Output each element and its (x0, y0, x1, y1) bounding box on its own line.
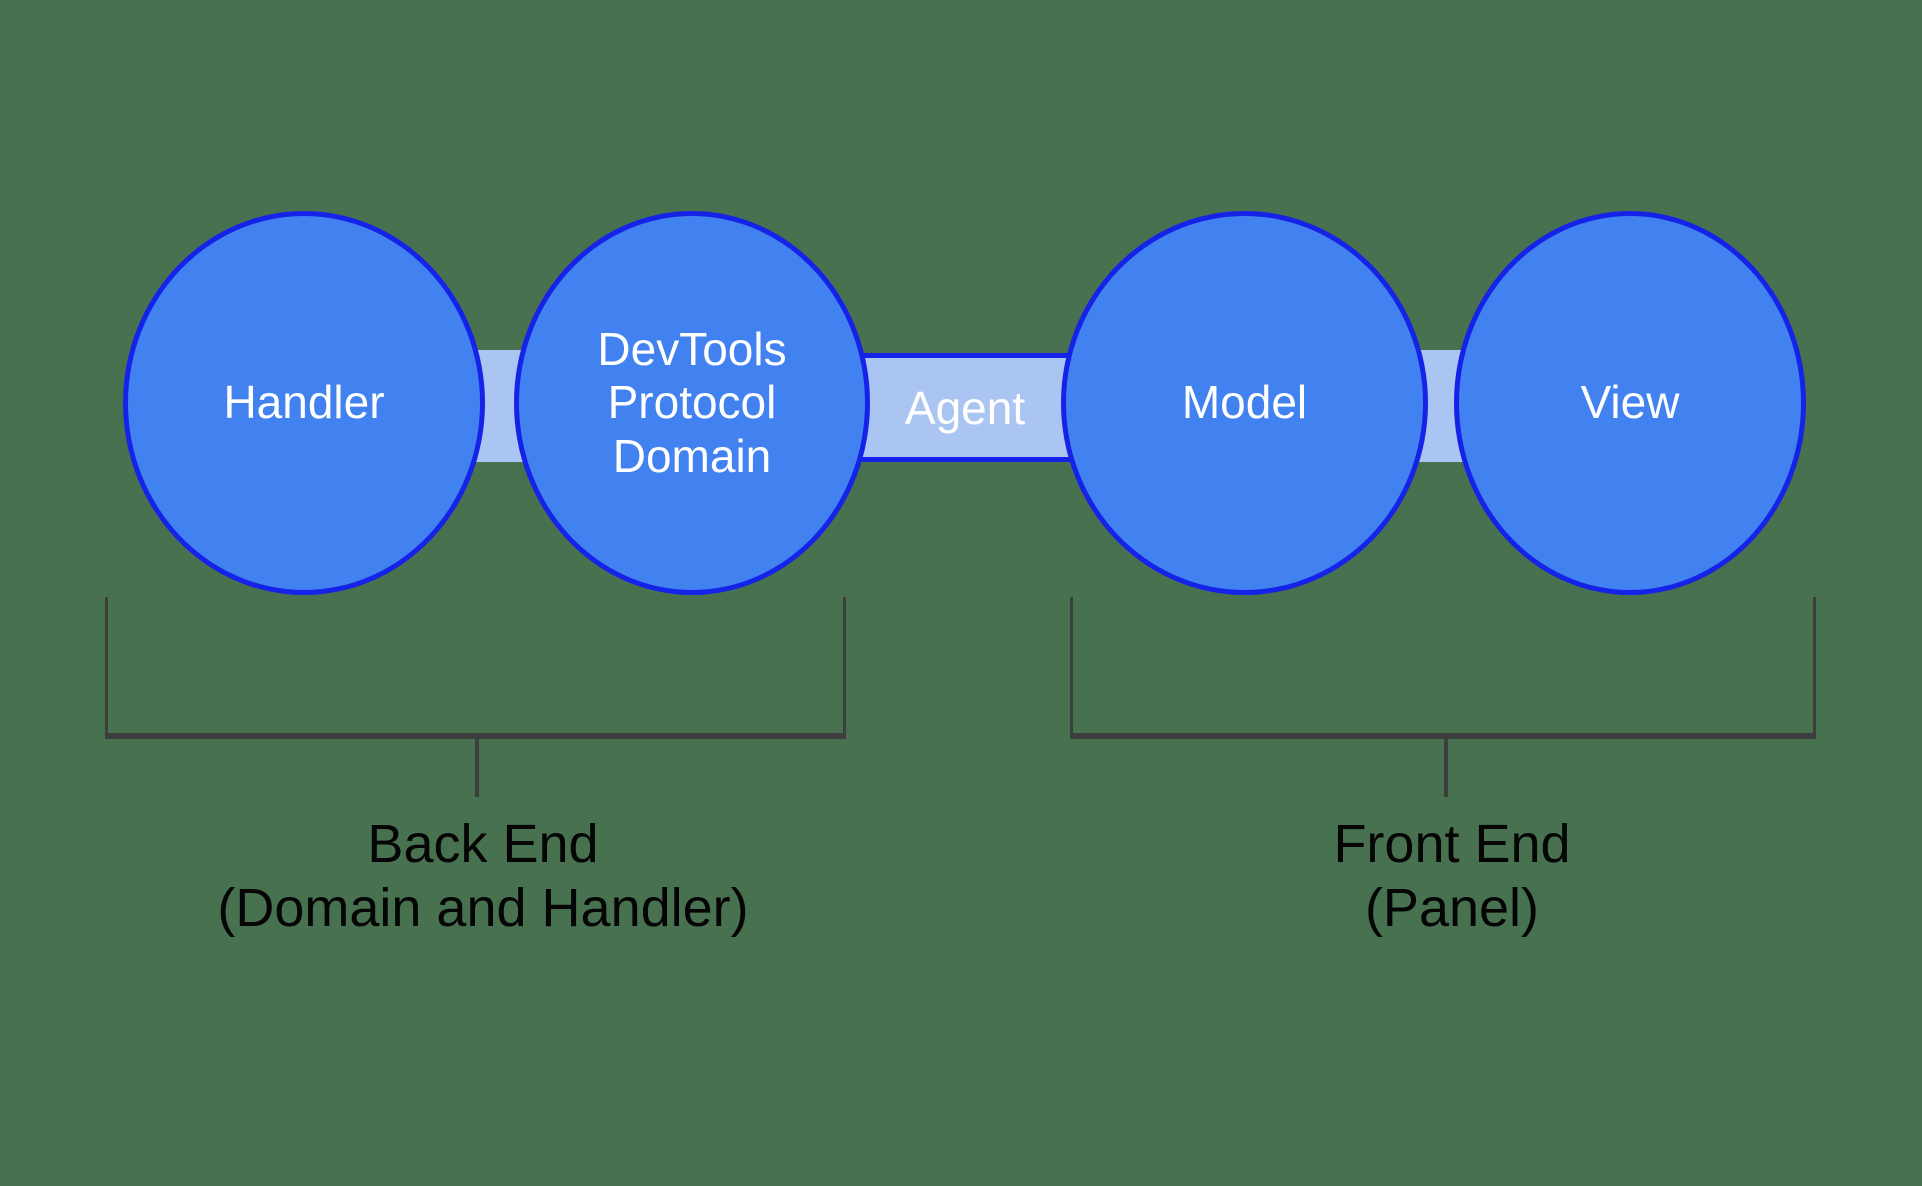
frontend-bracket-horizontal (1070, 733, 1816, 739)
node-view: View (1454, 211, 1806, 595)
connector-agent: Agent (860, 353, 1070, 462)
backend-label-line1: Back End (367, 814, 599, 874)
frontend-label-line1: Front End (1333, 814, 1571, 874)
backend-label: Back End (Domain and Handler) (183, 812, 783, 940)
frontend-label-line2: (Panel) (1364, 878, 1540, 938)
node-model-label: Model (1181, 376, 1308, 429)
frontend-bracket-left-tick (1070, 597, 1073, 737)
node-handler: Handler (123, 211, 485, 595)
node-view-label: View (1580, 376, 1680, 429)
backend-bracket-left-tick (105, 597, 108, 737)
backend-bracket-right-tick (843, 597, 846, 737)
frontend-bracket-right-tick (1813, 597, 1816, 737)
connector-agent-label: Agent (904, 381, 1026, 434)
frontend-bracket-stem (1444, 739, 1448, 797)
backend-label-line2: (Domain and Handler) (217, 878, 749, 938)
node-devtools-protocol-domain-label: DevTools Protocol Domain (597, 322, 787, 482)
node-handler-label: Handler (223, 376, 385, 429)
node-model: Model (1061, 211, 1428, 595)
frontend-label: Front End (Panel) (1152, 812, 1752, 940)
backend-bracket-horizontal (105, 733, 846, 739)
backend-bracket-stem (475, 739, 479, 797)
node-devtools-protocol-domain: DevTools Protocol Domain (514, 211, 870, 595)
